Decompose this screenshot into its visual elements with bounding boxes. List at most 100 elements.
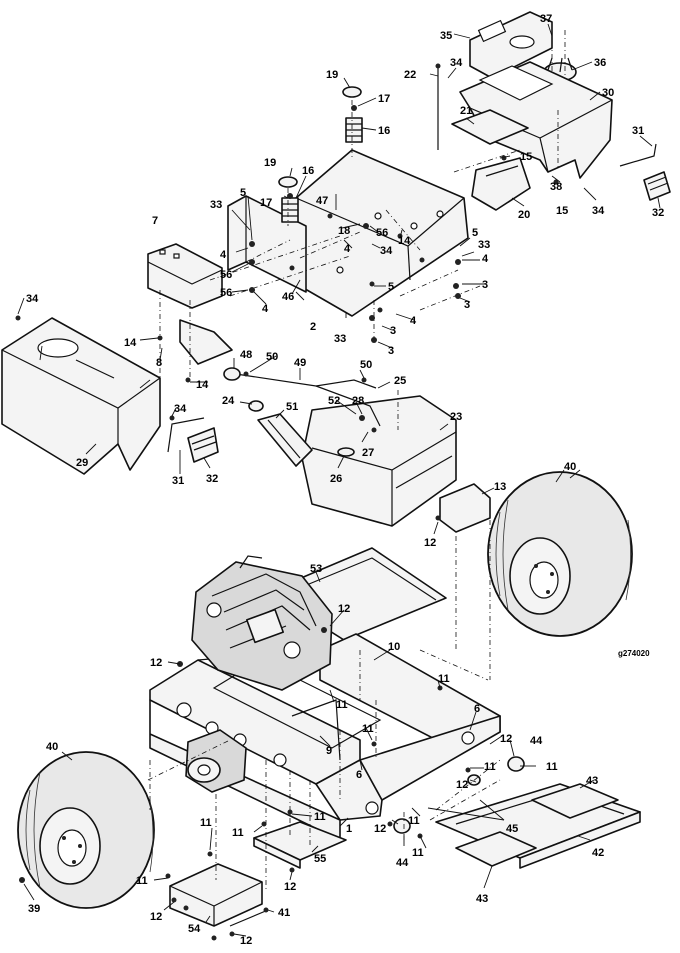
callout-43-right: 43: [586, 775, 598, 787]
callout-17-rear: 17: [378, 93, 390, 105]
callout-32-right: 32: [652, 207, 664, 219]
callout-37: 37: [540, 13, 552, 25]
callout-3-right: 3: [482, 279, 488, 291]
callout-12-bottom: 12: [240, 935, 252, 947]
callout-4-left-2: 4: [262, 303, 269, 315]
callout-11-far-right: 11: [546, 761, 558, 773]
callout-11-mid: 11: [336, 699, 348, 711]
callout-31-left: 31: [172, 475, 184, 487]
engine: [191, 555, 333, 691]
callout-12-engine: 12: [338, 603, 350, 615]
explosion-lines: [147, 100, 559, 890]
callout-18: 18: [338, 225, 350, 237]
lug-bolt: [19, 877, 25, 883]
battery-bracket: [229, 909, 269, 927]
battery-box: [169, 863, 263, 927]
callout-36: 36: [594, 57, 606, 69]
callout-15-top: 15: [520, 151, 532, 163]
callout-40-left: 40: [46, 741, 58, 753]
callout-33-right: 33: [478, 239, 490, 251]
callout-55: 55: [314, 853, 326, 865]
battery-tray: [253, 821, 347, 869]
access-plate: [451, 109, 529, 145]
callout-6-left: 6: [356, 769, 362, 781]
callout-2: 2: [310, 321, 316, 333]
callout-12-tray: 12: [284, 881, 296, 893]
callout-56-left-2: 56: [220, 287, 232, 299]
callout-13: 13: [494, 481, 506, 493]
figure-reference: g274020: [618, 649, 650, 658]
callout-27: 27: [362, 447, 374, 459]
callout-34-top: 34: [450, 57, 463, 69]
callout-11-box-top: 11: [200, 817, 212, 829]
callout-31-right: 31: [632, 125, 644, 137]
callout-11-center: 11: [362, 723, 374, 735]
callout-11-tray: 11: [314, 811, 326, 823]
callout-42: 42: [592, 847, 604, 859]
callout-35: 35: [440, 30, 452, 42]
callout-43-bottom: 43: [476, 893, 488, 905]
callout-34-handle: 34: [174, 403, 187, 415]
callout-41: 41: [278, 907, 290, 919]
callout-56-left: 56: [220, 269, 232, 281]
callout-46: 46: [282, 291, 294, 303]
callout-12-top: 12: [424, 537, 436, 549]
callout-11-box: 11: [232, 827, 244, 839]
callout-4-left: 4: [220, 249, 227, 261]
left-handle: [167, 417, 219, 463]
callout-50-left: 50: [266, 351, 278, 363]
callout-14-mid: 14: [196, 379, 209, 391]
callout-12-frame: 12: [374, 823, 386, 835]
right-handle: [619, 143, 671, 201]
callout-16-rear: 16: [378, 125, 390, 137]
callout-11-frame: 11: [408, 815, 420, 827]
callout-47: 47: [316, 195, 328, 207]
fuel-tank: [301, 395, 457, 527]
callout-11-box-left: 11: [136, 875, 148, 887]
callout-50-right: 50: [360, 359, 372, 371]
callout-51: 51: [286, 401, 298, 413]
callout-12-pivot: 12: [456, 779, 468, 791]
filler-hose: [257, 413, 313, 467]
callout-45: 45: [506, 823, 518, 835]
callout-53: 53: [310, 563, 322, 575]
callout-49: 49: [294, 357, 306, 369]
tire-right: [487, 471, 633, 637]
callout-19-front: 19: [264, 157, 276, 169]
callout-5-mid: 5: [388, 281, 394, 293]
callout-3-mid: 3: [390, 325, 396, 337]
callout-25: 25: [394, 375, 406, 387]
callout-5-right: 5: [472, 227, 478, 239]
callout-5-left: 5: [240, 187, 246, 199]
cross-brace: [291, 699, 341, 761]
cup-holder: [469, 11, 553, 79]
callout-22: 22: [404, 69, 416, 81]
callout-33-mid: 33: [334, 333, 346, 345]
callout-44-bottom: 44: [396, 857, 409, 869]
callout-12-right: 12: [500, 733, 512, 745]
callout-17-front: 17: [260, 197, 272, 209]
hinge-bracket: [471, 157, 531, 211]
callout-8: 8: [156, 357, 162, 369]
callout-30: 30: [602, 87, 614, 99]
hydraulic-pump: [185, 729, 247, 793]
callout-34-right: 34: [592, 205, 605, 217]
pivot-bushings: [393, 756, 525, 834]
callout-12-left: 12: [150, 657, 162, 669]
callout-11-bottom: 11: [412, 847, 424, 859]
spring-front: [278, 176, 299, 223]
callout-28: 28: [352, 395, 364, 407]
callout-4-right: 4: [482, 253, 489, 265]
callout-26: 26: [330, 473, 342, 485]
callout-14-left: 14: [124, 337, 137, 349]
callout-20: 20: [518, 209, 530, 221]
mount-bracket: [179, 319, 233, 365]
fender-bracket: [439, 483, 491, 533]
spring-rear: [342, 86, 363, 143]
callout-40-right: 40: [564, 461, 576, 473]
callout-56-top: 56: [376, 227, 388, 239]
callout-52: 52: [328, 395, 340, 407]
callout-29: 29: [76, 457, 88, 469]
callout-3-far: 3: [464, 299, 470, 311]
